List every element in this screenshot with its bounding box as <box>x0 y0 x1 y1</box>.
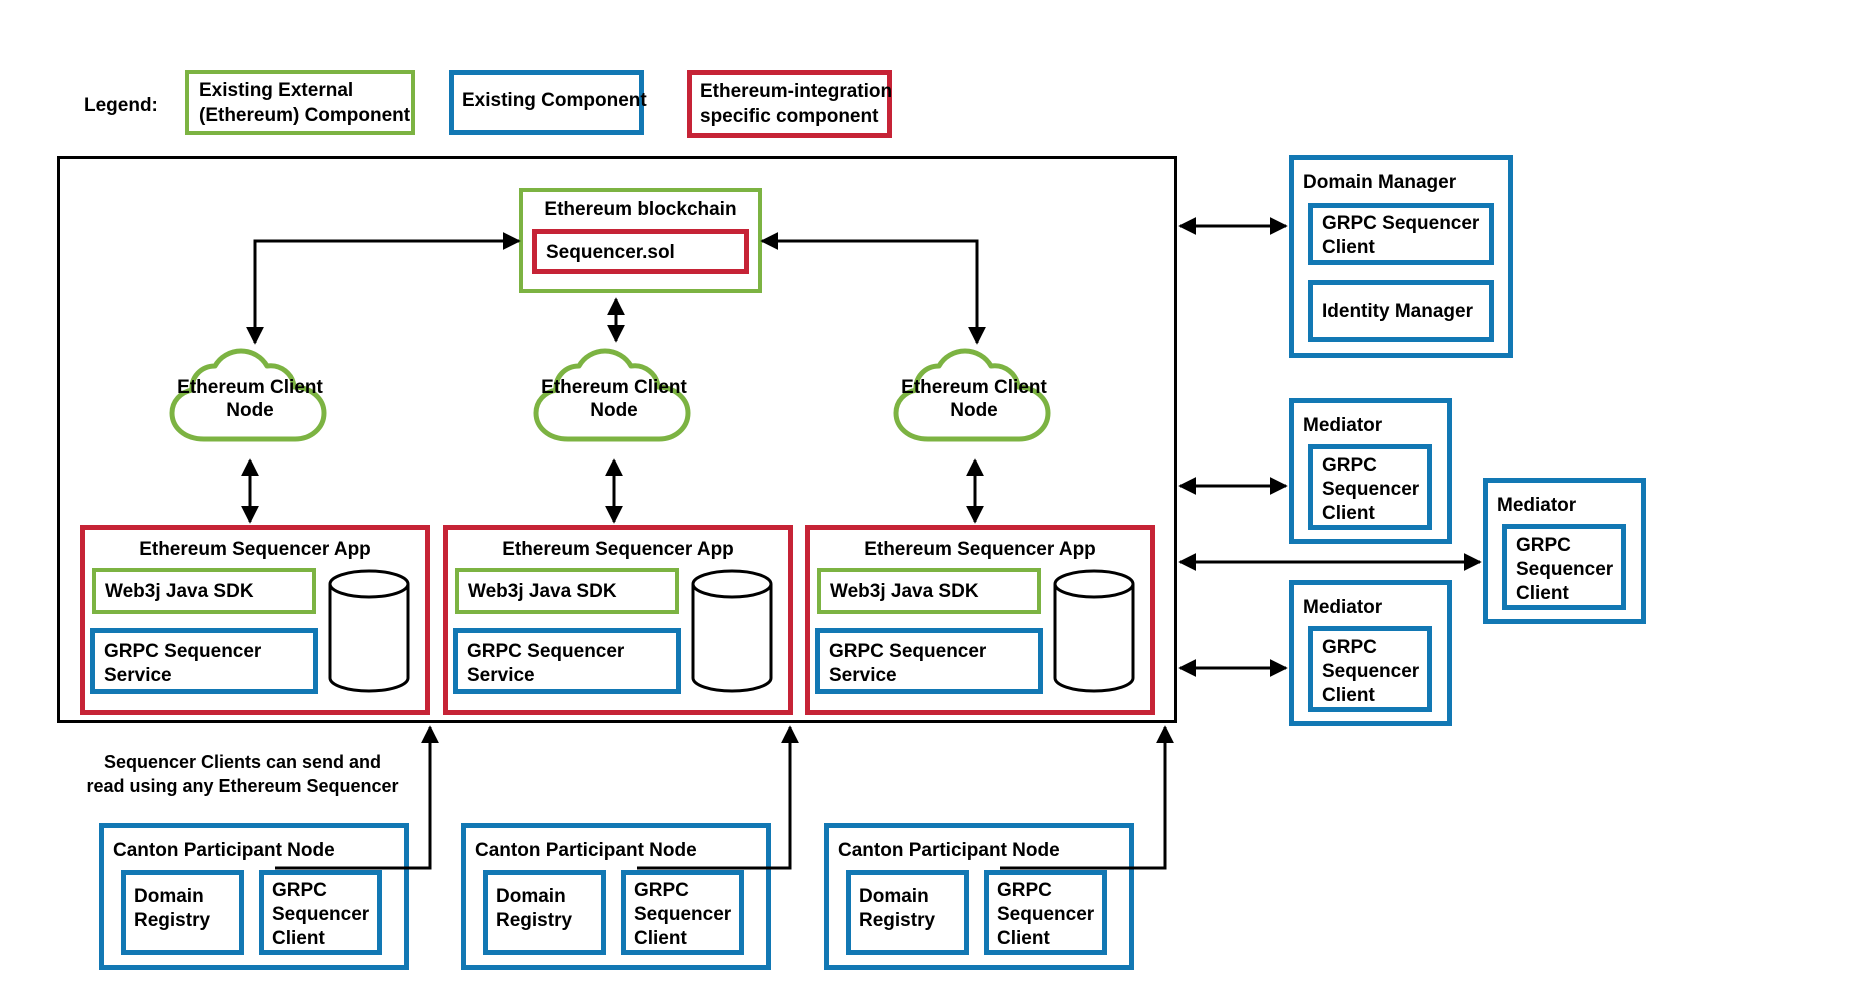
canton-participant-node-title-2: Canton Participant Node <box>475 840 697 861</box>
legend-existing-component-box <box>449 70 644 135</box>
domain-manager-grpc-client-label: GRPC Sequencer Client <box>1322 213 1480 258</box>
web3j-java-sdk-box-1[interactable] <box>92 568 316 614</box>
mediator-title-2: Mediator <box>1497 495 1577 516</box>
domain-registry-label-3: Domain Registry <box>859 886 936 931</box>
web3j-java-sdk-box-3[interactable] <box>817 568 1041 614</box>
mediator-grpc-client-label-3: GRPC Sequencer Client <box>1322 637 1420 706</box>
ethereum-client-node-label-1: Ethereum Client Node <box>177 377 323 422</box>
sequencer-sol-box[interactable] <box>532 229 749 274</box>
grpc-sequencer-service-label-2: GRPC Sequencer Service <box>467 641 625 686</box>
mediator-title-3: Mediator <box>1303 597 1383 618</box>
web3j-java-sdk-label-2: Web3j Java SDK <box>468 581 617 602</box>
grpc-sequencer-service-label-1: GRPC Sequencer Service <box>104 641 262 686</box>
identity-manager-label: Identity Manager <box>1322 301 1473 322</box>
legend-existing-component-label: Existing Component <box>462 90 647 111</box>
grpc-sequencer-service-box-3[interactable] <box>815 628 1043 694</box>
ethereum-client-node-label-3: Ethereum Client Node <box>901 377 1047 422</box>
web3j-java-sdk-label-1: Web3j Java SDK <box>105 581 254 602</box>
ethereum-client-node-cloud-2[interactable] <box>524 345 704 455</box>
domain-registry-label-1: Domain Registry <box>134 886 211 931</box>
ethereum-client-node-cloud-3[interactable] <box>884 345 1064 455</box>
participant-grpc-client-label-3: GRPC Sequencer Client <box>997 880 1095 949</box>
web3j-java-sdk-box-2[interactable] <box>455 568 679 614</box>
ethereum-sequencer-app-title-2: Ethereum Sequencer App <box>502 539 734 560</box>
mediator-grpc-client-label-1: GRPC Sequencer Client <box>1322 455 1420 524</box>
mediator-grpc-client-box-2[interactable] <box>1502 524 1626 610</box>
domain-registry-box-3[interactable] <box>846 870 969 955</box>
participant-grpc-client-box-1[interactable] <box>259 870 382 955</box>
ethereum-client-node-cloud-1[interactable] <box>160 345 340 455</box>
participant-grpc-client-box-3[interactable] <box>984 870 1107 955</box>
web3j-java-sdk-label-3: Web3j Java SDK <box>830 581 979 602</box>
participant-grpc-client-label-1: GRPC Sequencer Client <box>272 880 370 949</box>
ethereum-sequencer-app-title-1: Ethereum Sequencer App <box>139 539 371 560</box>
ethereum-client-node-label-2: Ethereum Client Node <box>541 377 687 422</box>
mediator-grpc-client-box-3[interactable] <box>1308 626 1432 712</box>
legend-ethereum-specific-box <box>687 70 892 138</box>
domain-manager-title: Domain Manager <box>1303 172 1457 193</box>
identity-manager-box[interactable] <box>1308 280 1494 342</box>
ethereum-blockchain-title: Ethereum blockchain <box>544 199 737 220</box>
participant-grpc-client-label-2: GRPC Sequencer Client <box>634 880 732 949</box>
ethereum-sequencer-app-title-3: Ethereum Sequencer App <box>864 539 1096 560</box>
legend-title: Legend: <box>84 95 158 116</box>
domain-registry-box-1[interactable] <box>121 870 244 955</box>
participant-grpc-client-box-2[interactable] <box>621 870 744 955</box>
sequencer-clients-note: Sequencer Clients can send and read usin… <box>86 752 399 797</box>
database-cylinder-1 <box>328 569 410 693</box>
database-cylinder-2 <box>691 569 773 693</box>
legend-existing-external-label: Existing External (Ethereum) Component <box>199 80 411 126</box>
legend-ethereum-specific-label: Ethereum-integration specific component <box>700 81 893 127</box>
mediator-grpc-client-label-2: GRPC Sequencer Client <box>1516 535 1614 604</box>
domain-registry-box-2[interactable] <box>483 870 606 955</box>
domain-registry-label-2: Domain Registry <box>496 886 573 931</box>
domain-manager-grpc-client-box[interactable] <box>1308 203 1494 265</box>
canton-participant-node-title-3: Canton Participant Node <box>838 840 1060 861</box>
mediator-grpc-client-box-1[interactable] <box>1308 444 1432 530</box>
grpc-sequencer-service-label-3: GRPC Sequencer Service <box>829 641 987 686</box>
sequencer-sol-label: Sequencer.sol <box>546 242 675 263</box>
canton-participant-node-title-1: Canton Participant Node <box>113 840 335 861</box>
database-cylinder-3 <box>1053 569 1135 693</box>
legend-existing-external-box <box>185 70 415 135</box>
mediator-title-1: Mediator <box>1303 415 1383 436</box>
grpc-sequencer-service-box-1[interactable] <box>90 628 318 694</box>
grpc-sequencer-service-box-2[interactable] <box>453 628 681 694</box>
